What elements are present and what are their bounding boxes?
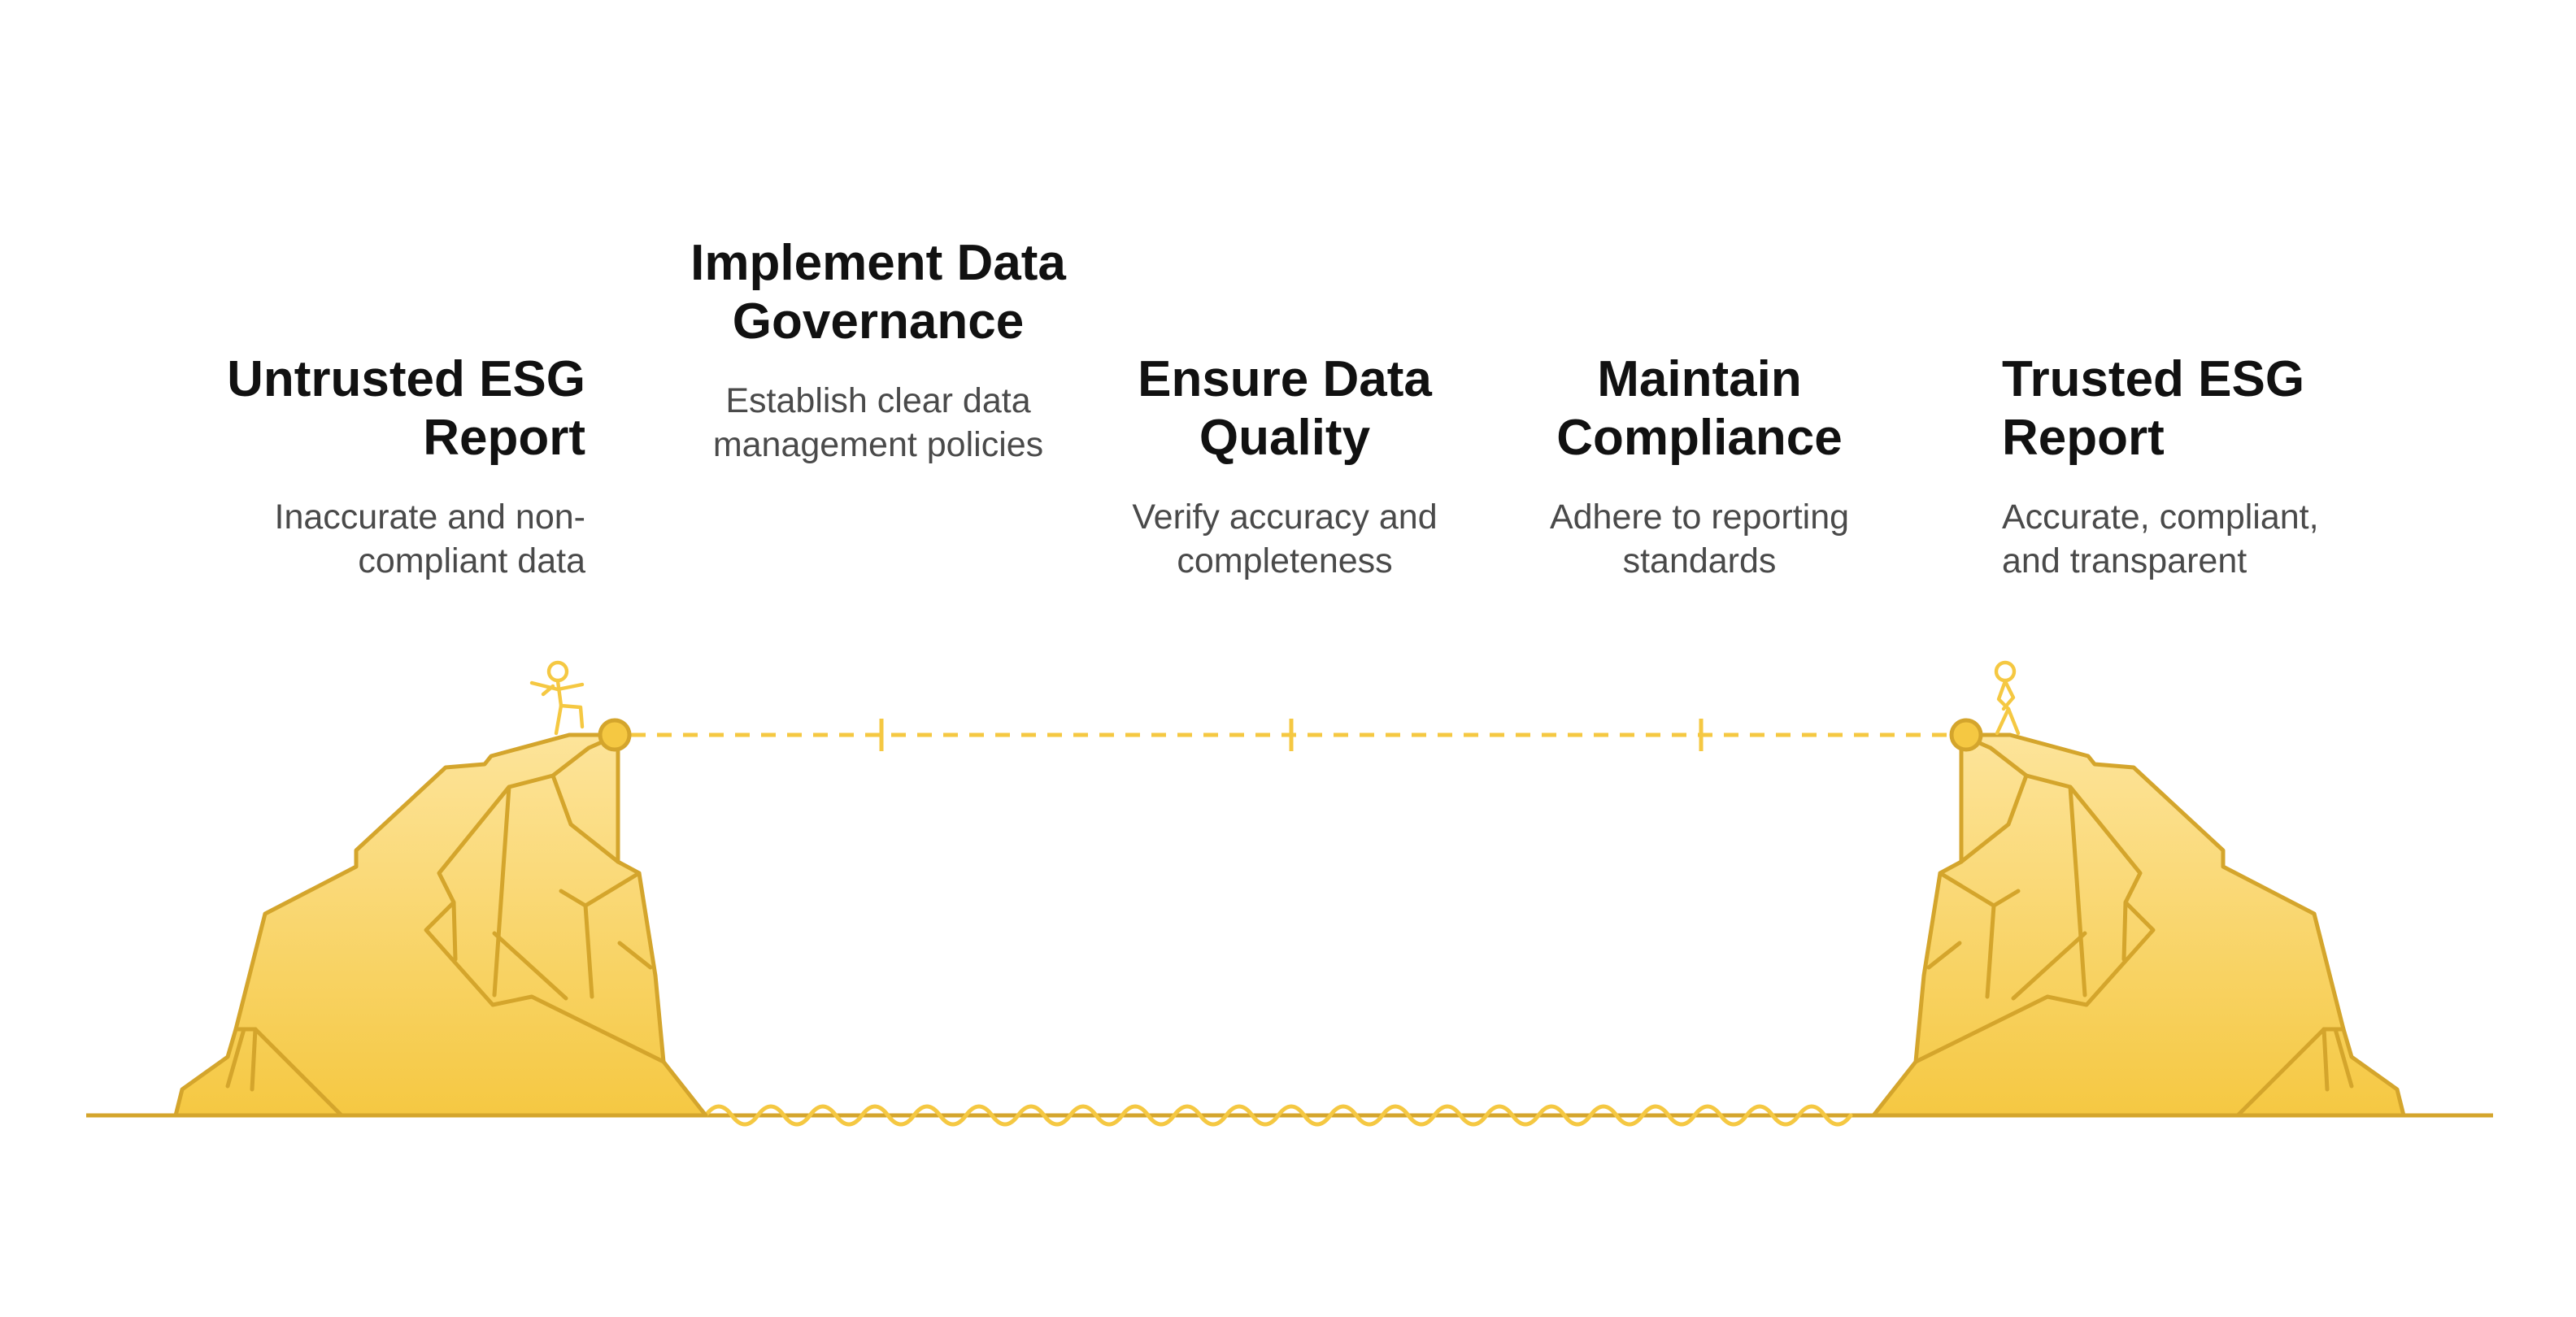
step-implement-governance: Implement Data Governance Establish clea… bbox=[683, 234, 1073, 467]
step-description: Establish clear data management policies bbox=[712, 381, 1044, 464]
end-node bbox=[1949, 718, 1983, 752]
step-description: Adhere to reporting standards bbox=[1549, 498, 1850, 580]
step-untrusted-report: Untrusted ESG Report Inaccurate and non-… bbox=[211, 350, 585, 583]
standing-person-icon bbox=[1994, 660, 2021, 736]
step-description: Accurate, compliant, and transparent bbox=[2002, 498, 2319, 580]
step-description: Inaccurate and non-compliant data bbox=[274, 498, 586, 580]
step-title: Implement Data Governance bbox=[690, 235, 1066, 350]
step-title: Untrusted ESG Report bbox=[227, 351, 585, 466]
water-waves bbox=[703, 1104, 1853, 1127]
step-ensure-quality: Ensure Data Quality Verify accuracy and … bbox=[1090, 350, 1480, 583]
step-title: Ensure Data Quality bbox=[1138, 351, 1432, 466]
start-node bbox=[598, 718, 632, 752]
right-cliff bbox=[1871, 732, 2406, 1118]
left-cliff bbox=[173, 732, 708, 1118]
step-title: Maintain Compliance bbox=[1556, 351, 1843, 466]
step-trusted-report: Trusted ESG Report Accurate, compliant, … bbox=[2002, 350, 2376, 583]
balancing-person-icon bbox=[529, 660, 585, 736]
step-description: Verify accuracy and completeness bbox=[1132, 498, 1438, 580]
step-maintain-compliance: Maintain Compliance Adhere to reporting … bbox=[1504, 350, 1895, 583]
step-title: Trusted ESG Report bbox=[2002, 351, 2305, 466]
